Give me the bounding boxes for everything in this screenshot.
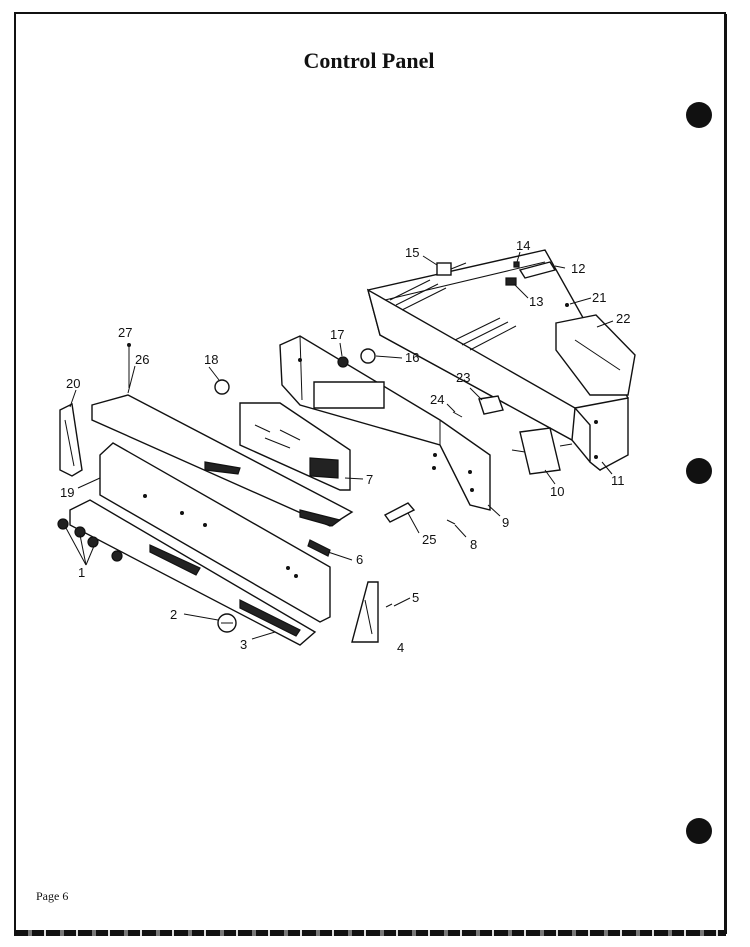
part-1-knobs	[57, 518, 123, 562]
callout-3: 3	[240, 637, 247, 652]
callout-1: 1	[78, 565, 85, 580]
part-11-rear-housing	[366, 249, 629, 472]
part-13-terminal	[505, 277, 517, 286]
callout-4: 4	[397, 640, 404, 655]
callout-13: 13	[529, 294, 543, 309]
callout-14: 14	[516, 238, 530, 253]
callout-18: 18	[204, 352, 218, 367]
callout-22: 22	[616, 311, 630, 326]
callout-16: 16	[405, 350, 419, 365]
callout-20: 20	[66, 376, 80, 391]
page-title: Control Panel	[303, 48, 435, 73]
callout-9: 9	[502, 515, 509, 530]
callout-17: 17	[330, 327, 344, 342]
callout-25: 25	[422, 532, 436, 547]
callout-21: 21	[592, 290, 606, 305]
callout-24: 24	[430, 392, 444, 407]
part-15-connector	[436, 262, 467, 276]
callout-19: 19	[60, 485, 74, 500]
part-14-clip	[513, 261, 520, 268]
part-12-sensor	[518, 261, 557, 279]
part-6-clip	[307, 539, 331, 557]
part-16-lamp-socket	[360, 348, 376, 364]
part-7-control-board	[239, 402, 351, 491]
callout-12: 12	[571, 261, 585, 276]
callout-23: 23	[456, 370, 470, 385]
part-27-screw	[127, 343, 131, 347]
part-24-screw	[452, 411, 463, 418]
part-2-knob	[217, 613, 237, 633]
part-4-side-bracket	[351, 581, 379, 643]
scan-edge-right	[724, 14, 727, 934]
callout-15: 15	[405, 245, 419, 260]
part-20-end-cap	[59, 402, 83, 477]
part-10-selector-switch	[511, 427, 573, 475]
scan-edge-bottom	[14, 930, 726, 936]
part-9-panel-frame	[279, 335, 491, 511]
callout-2: 2	[170, 607, 177, 622]
callout-10: 10	[550, 484, 564, 499]
page-number-label: Page 6	[36, 889, 69, 903]
part-21-screw	[565, 303, 569, 307]
part-19-panel-face	[99, 442, 331, 623]
callout-27: 27	[118, 325, 132, 340]
binder-hole-bottom	[686, 818, 712, 844]
part-17-lamp	[337, 356, 349, 368]
callout-labels: 1 2 3 4 5 6 7 8 9 10 11 12 13 14 15 16 1…	[60, 238, 630, 655]
callout-11: 11	[611, 473, 625, 488]
callout-26: 26	[135, 352, 149, 367]
binder-hole-middle	[686, 458, 712, 484]
leader-lines	[65, 251, 614, 640]
part-5-screw	[385, 603, 393, 608]
part-8-screw	[446, 519, 456, 525]
part-25-terminal-block	[383, 502, 416, 523]
part-18-knob	[214, 379, 230, 395]
part-23-relay	[478, 395, 504, 415]
callout-8: 8	[470, 537, 477, 552]
part-22-cover-plate	[555, 314, 636, 396]
part-26-trim-strip	[91, 394, 354, 527]
part-3-lower-fascia	[69, 499, 317, 646]
binder-hole-top	[686, 102, 712, 128]
callout-5: 5	[412, 590, 419, 605]
callout-6: 6	[356, 552, 363, 567]
callout-7: 7	[366, 472, 373, 487]
